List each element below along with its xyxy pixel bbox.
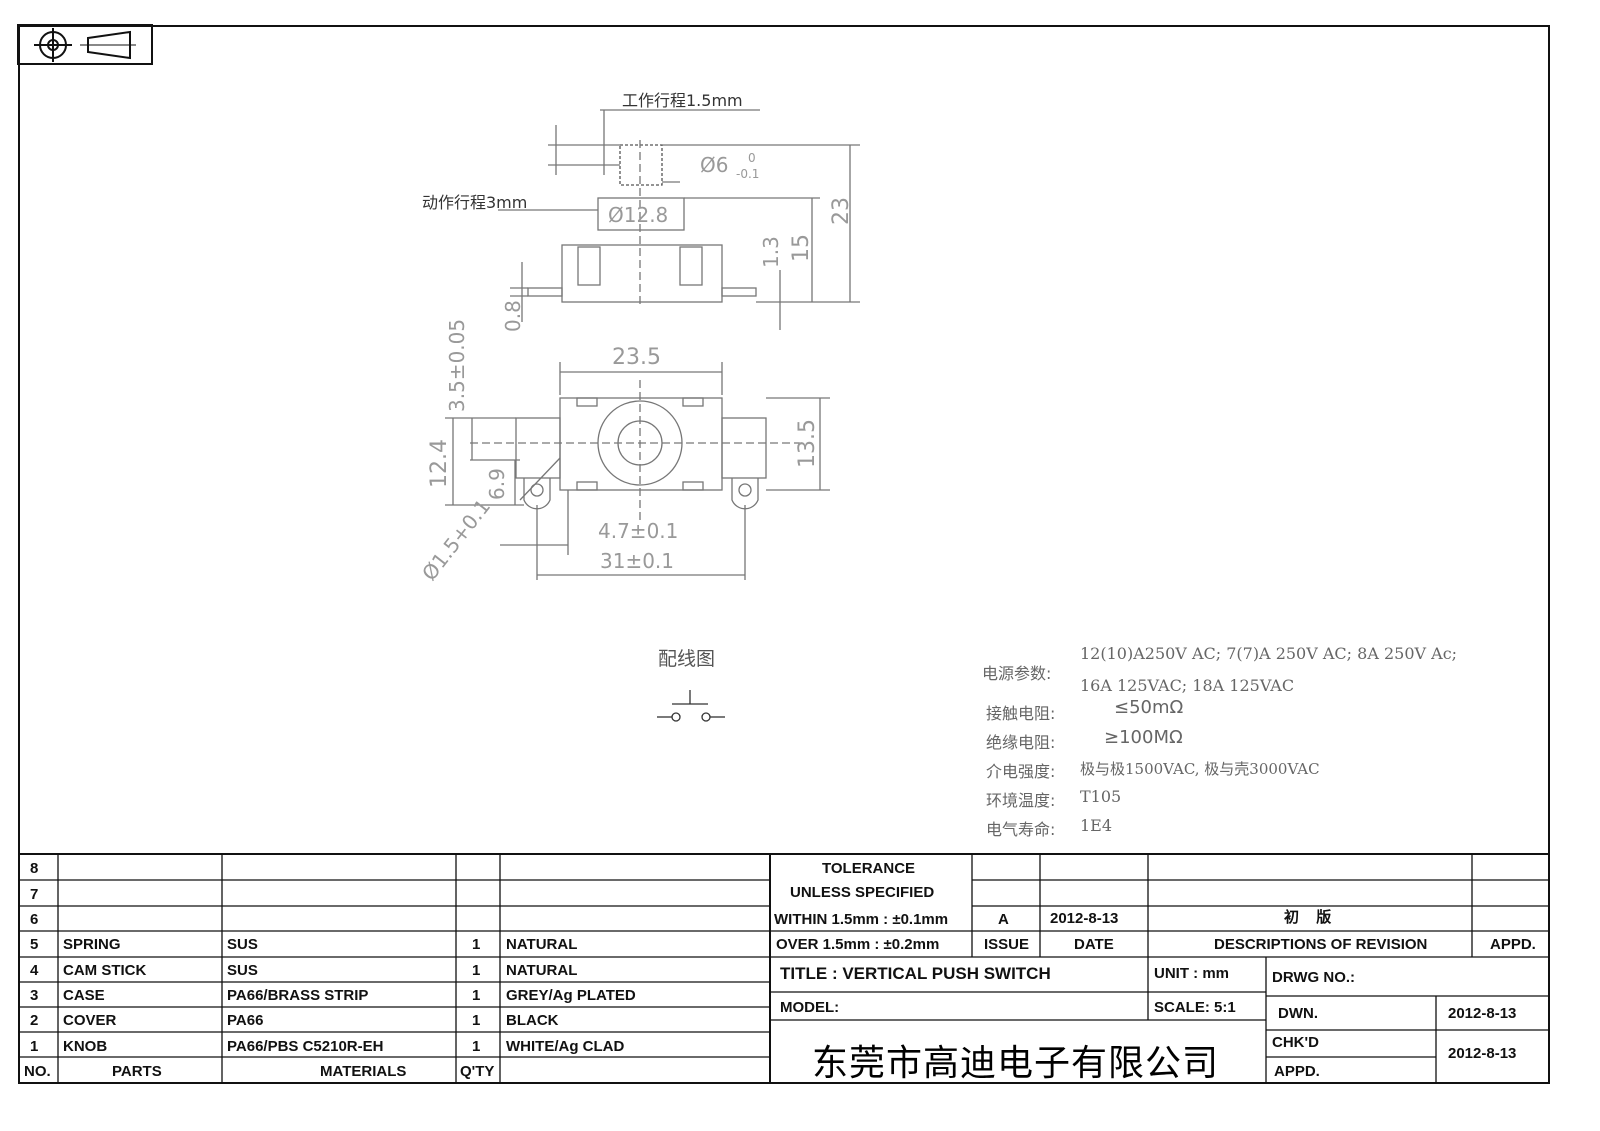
dim-6-9: 6.9 [485, 468, 509, 500]
insulation-value: ≥100MΩ [1104, 727, 1183, 748]
row-number: 2 [30, 1012, 39, 1029]
dielectric-label: 介电强度: [986, 762, 1056, 781]
dim-3-5: 3.5±0.05 [445, 319, 469, 412]
tolerance-within: WITHIN 1.5mm : ±0.1mm [774, 911, 949, 928]
dim-23: 23 [829, 197, 854, 225]
appd-label: APPD. [1274, 1063, 1320, 1080]
dim-23-5: 23.5 [612, 345, 661, 370]
row-number: 7 [30, 886, 39, 903]
dim-phi6: Ø6 [700, 153, 728, 177]
rev-issue: A [998, 911, 1009, 928]
row-qty: 1 [472, 962, 481, 979]
row-finish: BLACK [506, 1012, 559, 1029]
dim-phi12-8: Ø12.8 [608, 203, 668, 227]
row-finish: WHITE/Ag CLAD [506, 1038, 625, 1055]
descriptions-label: DESCRIPTIONS OF REVISION [1214, 936, 1428, 953]
switch-symbol-icon [657, 690, 725, 722]
dwn-label: DWN. [1278, 1005, 1318, 1022]
row-number: 4 [30, 962, 39, 979]
row-number: 6 [30, 911, 39, 928]
tolerance-over: OVER 1.5mm : ±0.2mm [776, 936, 940, 953]
dim-4-7: 4.7±0.1 [598, 519, 678, 543]
row-part: CAM STICK [63, 962, 147, 979]
header-parts: PARTS [112, 1063, 162, 1080]
row-material: PA66/BRASS STRIP [227, 987, 369, 1004]
row-part: CASE [63, 987, 105, 1004]
dim-12-4: 12.4 [427, 439, 452, 488]
chkd-date: 2012-8-13 [1448, 1045, 1517, 1062]
row-material: PA66/PBS C5210R-EH [227, 1038, 384, 1055]
appd-header-label: APPD. [1490, 936, 1536, 953]
row-qty: 1 [472, 936, 481, 953]
row-number: 3 [30, 987, 39, 1004]
date-label: DATE [1074, 936, 1114, 953]
dim-15: 15 [789, 234, 814, 262]
row-qty: 1 [472, 1012, 481, 1029]
issue-label: ISSUE [984, 936, 1030, 953]
title-block-grid [18, 853, 1550, 1084]
company-name: 东莞市高迪电子有限公司 [812, 1043, 1220, 1084]
insulation-label: 绝缘电阻: [986, 733, 1056, 752]
dim-1-3: 1.3 [759, 236, 783, 268]
scale-label: SCALE: 5:1 [1154, 999, 1236, 1016]
temp-label: 环境温度: [986, 791, 1056, 810]
row-finish: NATURAL [506, 936, 578, 953]
row-qty: 1 [472, 987, 481, 1004]
row-number: 5 [30, 936, 39, 953]
header-qty: Q'TY [460, 1063, 495, 1080]
drawing-title: TITLE : VERTICAL PUSH SWITCH [780, 964, 1051, 983]
row-qty: 1 [472, 1038, 481, 1055]
drawing-number-label: DRWG NO.: [1272, 969, 1356, 986]
drawing-frame [18, 25, 1550, 1084]
action-travel-label: 动作行程3mm [422, 193, 527, 212]
tolerance-line1: TOLERANCE [822, 860, 916, 877]
row-finish: GREY/Ag PLATED [506, 987, 636, 1004]
dim-31: 31±0.1 [600, 549, 674, 573]
rev-date: 2012-8-13 [1050, 910, 1119, 927]
row-part: KNOB [63, 1038, 108, 1055]
header-no: NO. [24, 1063, 51, 1080]
unit-label: UNIT : mm [1154, 965, 1229, 982]
dwn-date: 2012-8-13 [1448, 1005, 1517, 1022]
contact-value: ≤50mΩ [1114, 697, 1184, 718]
row-finish: NATURAL [506, 962, 578, 979]
model-label: MODEL: [780, 999, 840, 1016]
row-material: SUS [227, 962, 258, 979]
life-label: 电气寿命: [986, 820, 1056, 839]
dim-0-8: 0.8 [501, 300, 525, 332]
power-line2: 16A 125VAC; 18A 125VAC [1080, 676, 1295, 695]
power-label: 电源参数: [982, 664, 1052, 683]
row-part: COVER [63, 1012, 117, 1029]
temp-value: T105 [1080, 787, 1122, 806]
row-material: PA66 [227, 1012, 264, 1029]
dim-hole: Ø1.5+0.1 [417, 495, 495, 586]
dim-phi6-tol-upper: 0 [748, 151, 756, 165]
power-line1: 12(10)A250V AC; 7(7)A 250V AC; 8A 250V A… [1080, 644, 1458, 663]
row-number: 1 [30, 1038, 39, 1055]
wiring-diagram-title: 配线图 [658, 648, 715, 670]
contact-label: 接触电阻: [986, 704, 1056, 723]
dim-phi6-tol-lower: -0.1 [736, 167, 759, 181]
header-materials: MATERIALS [320, 1063, 407, 1080]
work-travel-label: 工作行程1.5mm [622, 91, 743, 110]
tolerance-line2: UNLESS SPECIFIED [790, 884, 935, 901]
row-material: SUS [227, 936, 258, 953]
row-part: SPRING [63, 936, 121, 953]
projection-symbol-icon [17, 24, 153, 65]
rev-description: 初 版 [1284, 908, 1338, 926]
row-number: 8 [30, 860, 39, 877]
dim-13-5: 13.5 [795, 419, 820, 468]
life-value: 1E4 [1080, 816, 1113, 835]
chkd-label: CHK'D [1272, 1034, 1319, 1051]
dielectric-value: 极与极1500VAC, 极与壳3000VAC [1080, 760, 1320, 778]
